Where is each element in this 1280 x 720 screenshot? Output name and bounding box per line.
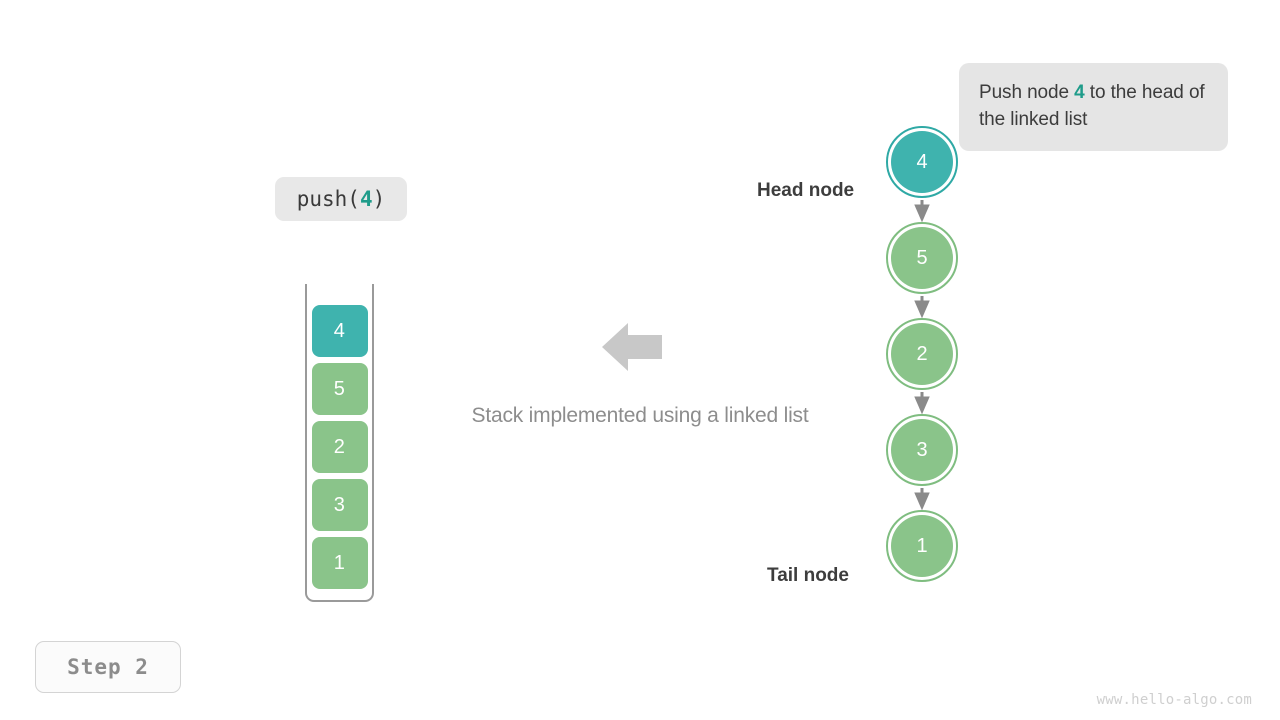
linked-list: 4 5 2 3 1 xyxy=(862,126,982,620)
stack-block-value: 2 xyxy=(333,435,346,458)
linked-list-node: 4 xyxy=(891,131,953,193)
callout-text-before: Push node xyxy=(979,82,1075,103)
watermark: www.hello-algo.com xyxy=(1096,692,1252,708)
stack-block: 2 xyxy=(311,421,368,473)
callout-text-after: to the head of the linked list xyxy=(979,82,1205,130)
node-outer-ring xyxy=(886,222,958,294)
stack-block: 1 xyxy=(311,537,368,589)
linked-list-node-value: 4 xyxy=(916,150,928,173)
node-outer-ring xyxy=(886,318,958,390)
left-arrow-icon xyxy=(600,315,664,384)
diagram-caption-text: Stack implemented using a linked list xyxy=(471,404,809,427)
node-outer-ring xyxy=(886,510,958,582)
operation-label: push(4) xyxy=(275,177,407,221)
node-outer-ring xyxy=(886,126,958,198)
diagram-caption: Stack implemented using a linked list xyxy=(0,404,1280,428)
linked-list-node-value: 2 xyxy=(916,342,928,365)
stack-block: 3 xyxy=(311,479,368,531)
operation-prefix: push( xyxy=(296,187,360,211)
stack-block-value: 3 xyxy=(333,493,346,516)
stack-block-value: 5 xyxy=(333,377,346,400)
tail-node-label: Tail node xyxy=(767,565,849,586)
stack-block: 5 xyxy=(311,363,368,415)
linked-list-node-value: 5 xyxy=(916,246,928,269)
linked-list-node-value: 3 xyxy=(916,438,928,461)
step-badge: Step 2 xyxy=(35,641,181,693)
operation-value: 4 xyxy=(359,187,373,211)
linked-list-node-value: 1 xyxy=(916,534,928,557)
linked-list-node: 5 xyxy=(891,227,953,289)
stack-container: 4 5 2 3 1 xyxy=(305,284,374,602)
linked-list-node: 2 xyxy=(891,323,953,385)
callout-box: Push node 4 to the head of the linked li… xyxy=(959,63,1228,151)
stack-block: 4 xyxy=(311,305,368,357)
linked-list-node: 1 xyxy=(891,515,953,577)
linked-list-edges xyxy=(914,200,930,511)
head-node-label: Head node xyxy=(757,180,855,201)
operation-suffix: ) xyxy=(372,187,386,211)
stack-block-value: 4 xyxy=(333,319,346,342)
node-outer-ring xyxy=(886,414,958,486)
callout-highlight-value: 4 xyxy=(1074,82,1085,103)
stack-block-value: 1 xyxy=(333,551,346,574)
linked-list-node: 3 xyxy=(891,419,953,481)
